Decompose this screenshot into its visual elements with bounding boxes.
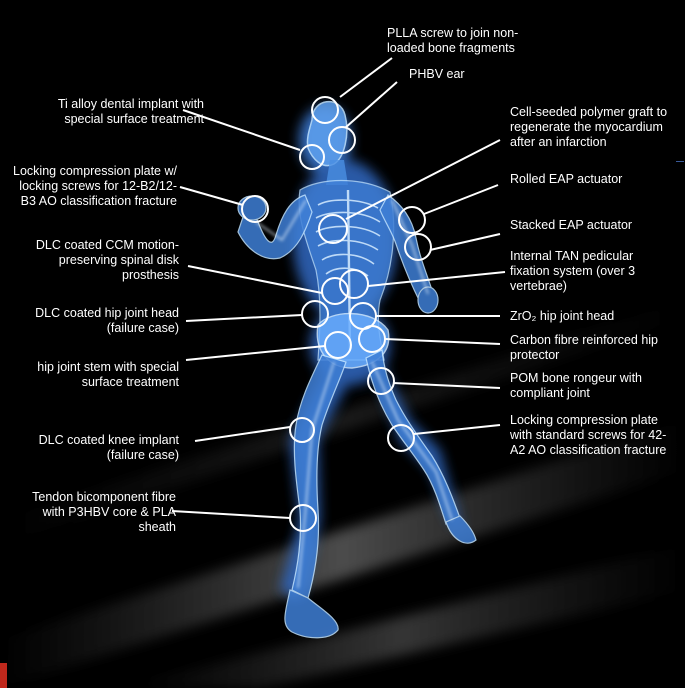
label-compression-plate-arm: Locking compression plate w/ locking scr… [13,164,177,209]
label-stacked-eap: Stacked EAP actuator [510,218,632,233]
label-zro2-hip-head: ZrO₂ hip joint head [510,309,614,324]
accent-bar [0,663,7,688]
label-plla-screw: PLLA screw to join non- loaded bone frag… [387,26,518,56]
label-dental-implant: Ti alloy dental implant with special sur… [58,97,204,127]
label-dlc-hip-head: DLC coated hip joint head (failure case) [35,306,179,336]
label-spinal-disk: DLC coated CCM motion- preserving spinal… [36,238,179,283]
head [307,102,346,166]
label-bone-rongeur: POM bone rongeur with compliant joint [510,371,642,401]
edge-mark [676,161,684,162]
label-knee-implant: DLC coated knee implant (failure case) [39,433,179,463]
label-rolled-eap: Rolled EAP actuator [510,172,622,187]
label-hip-stem: hip joint stem with special surface trea… [37,360,179,390]
label-tendon-fibre: Tendon bicomponent fibre with P3HBV core… [32,490,176,535]
label-compression-plate-leg: Locking compression plate with standard … [510,413,666,458]
label-myocardium-graft: Cell-seeded polymer graft to regenerate … [510,105,667,150]
label-hip-protector: Carbon fibre reinforced hip protector [510,333,658,363]
label-pedicular-fixation: Internal TAN pedicular fixation system (… [510,249,635,294]
label-phbv-ear: PHBV ear [409,67,465,82]
